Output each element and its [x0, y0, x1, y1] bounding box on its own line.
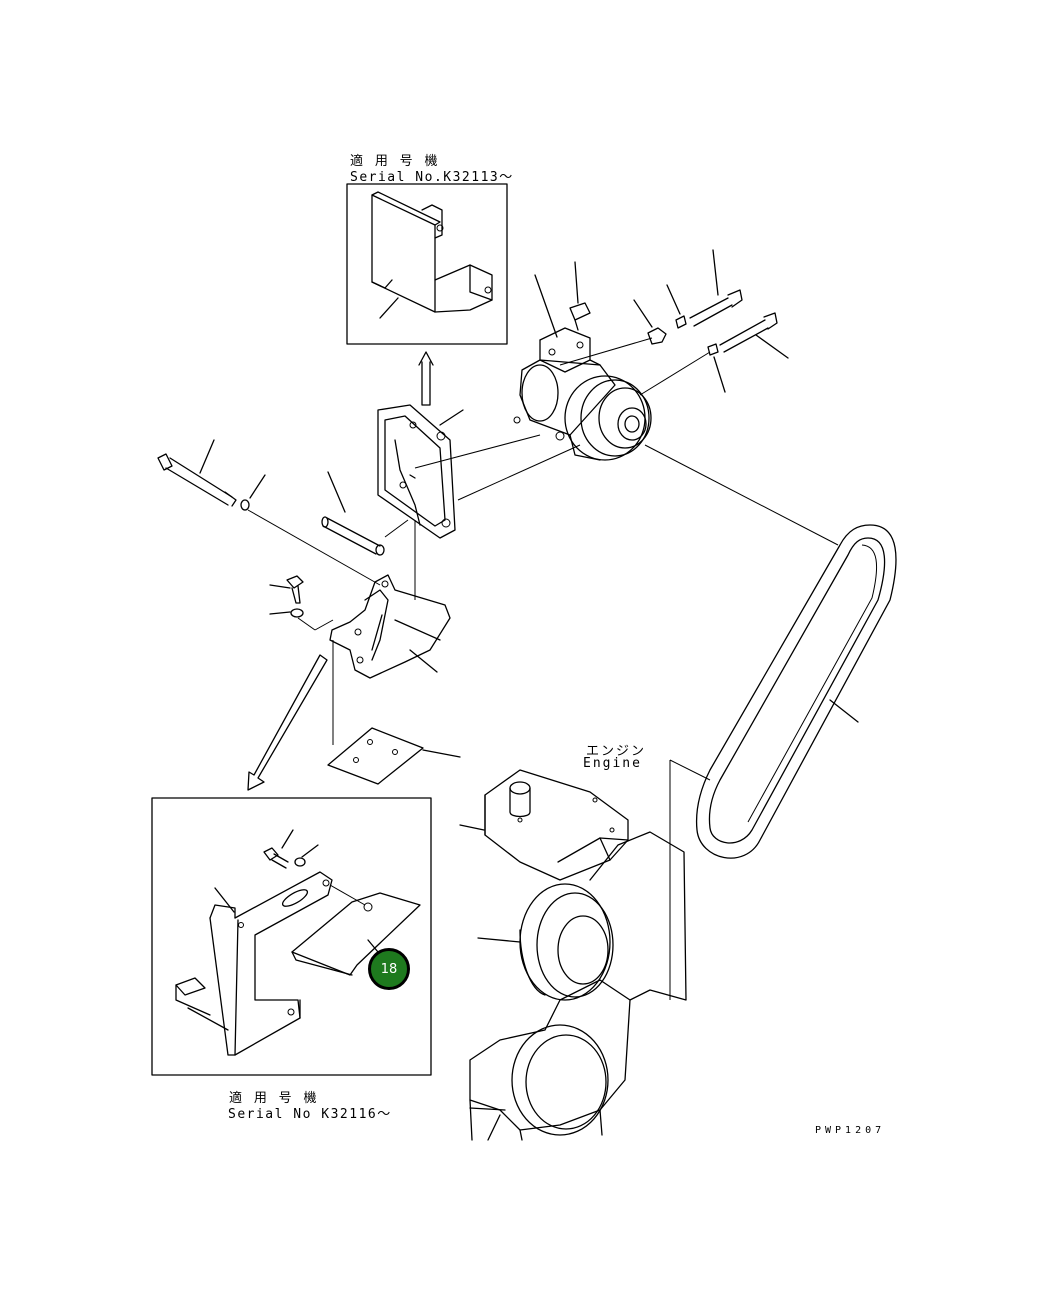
pin: [321, 516, 385, 556]
upper-bracket: [377, 404, 464, 539]
v-belt: [695, 524, 897, 859]
bottom-inset: [151, 797, 432, 1076]
small-plate: [327, 727, 424, 785]
engine-jp-label: エンジン: [586, 744, 647, 759]
assembly-lines: [247, 337, 839, 1000]
leader-lines: [199, 249, 859, 1141]
bottom-inset-serial-label: Serial No K32116～: [228, 1107, 392, 1122]
bottom-inset-jp-label: 適 用 号 機: [229, 1091, 319, 1106]
top-inset-serial-label: Serial No.K32113～: [350, 170, 514, 185]
long-bolt: [157, 453, 250, 511]
drawing-code: PWP1207: [815, 1125, 886, 1136]
up-arrow: [418, 351, 434, 406]
top-inset: [346, 183, 508, 345]
small-bolt: [286, 575, 304, 618]
engine: [469, 769, 687, 1141]
callout-badge-18[interactable]: 18: [368, 948, 410, 990]
callout-number: 18: [380, 961, 398, 977]
compressor: [513, 302, 652, 461]
lower-bracket: [329, 574, 451, 679]
compressor-fasteners: [647, 289, 778, 356]
top-inset-jp-label: 適 用 号 機: [350, 154, 440, 169]
engine-en-label: Engine: [583, 756, 642, 771]
down-left-arrow: [247, 654, 328, 791]
